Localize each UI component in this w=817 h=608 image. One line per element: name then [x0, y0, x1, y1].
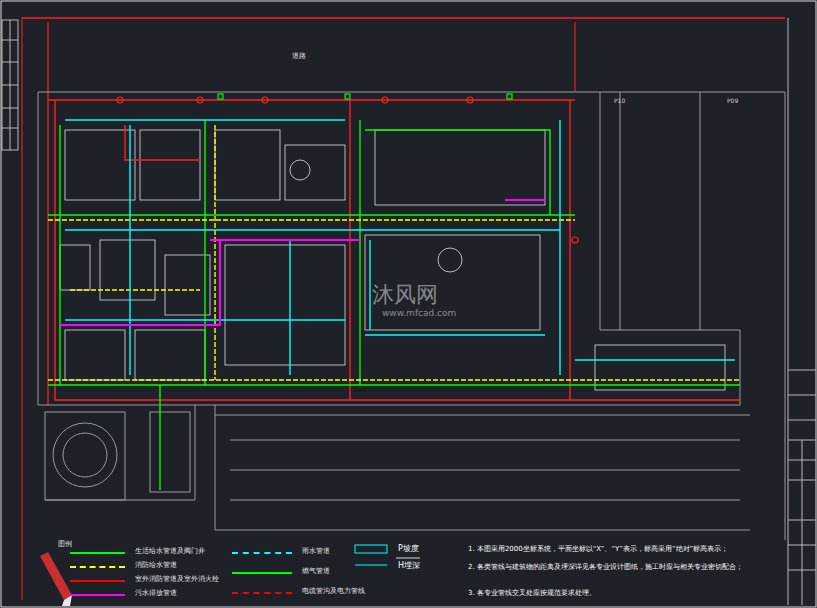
- legend-text: 雨水管道: [302, 547, 330, 555]
- grid-label: P10: [614, 97, 625, 104]
- legend-text: 污水排放管道: [135, 589, 177, 597]
- grid-label: P09: [727, 97, 738, 104]
- note-text: 1. 本图采用2000坐标系统，平面坐标以“X”、“Y”表示，标高采用“绝对”标…: [468, 545, 768, 553]
- legend-line: [70, 594, 125, 596]
- legend-line: [70, 552, 125, 554]
- legend-title: 图例: [58, 540, 72, 548]
- legend-line: [70, 580, 125, 582]
- legend-text: 燃气管道: [302, 567, 330, 575]
- legend-line: [232, 572, 292, 574]
- legend-line: [232, 592, 292, 594]
- legend-line: [232, 552, 292, 554]
- depth-mark: H埋深: [398, 561, 420, 571]
- legend-text: 消防给水管道: [135, 561, 177, 569]
- road-label: 道路: [292, 52, 306, 60]
- watermark: 沐风网: [372, 282, 438, 308]
- note-text: 3. 各专业管线交叉处应按规范要求处理。: [468, 589, 768, 597]
- legend-text: 生活给水管道及阀门井: [135, 547, 205, 555]
- slope-mark: P坡度: [398, 544, 419, 554]
- legend-text: 电缆管沟及电力管线: [302, 587, 365, 595]
- watermark-url: www.mfcad.com: [382, 308, 456, 319]
- legend-line: [70, 566, 125, 568]
- note-text: 2. 各类管线与建筑物的距离及埋深详见各专业设计图纸，施工时应与相关专业密切配合…: [468, 563, 768, 571]
- legend-text: 室外消防管道及室外消火栓: [135, 575, 219, 583]
